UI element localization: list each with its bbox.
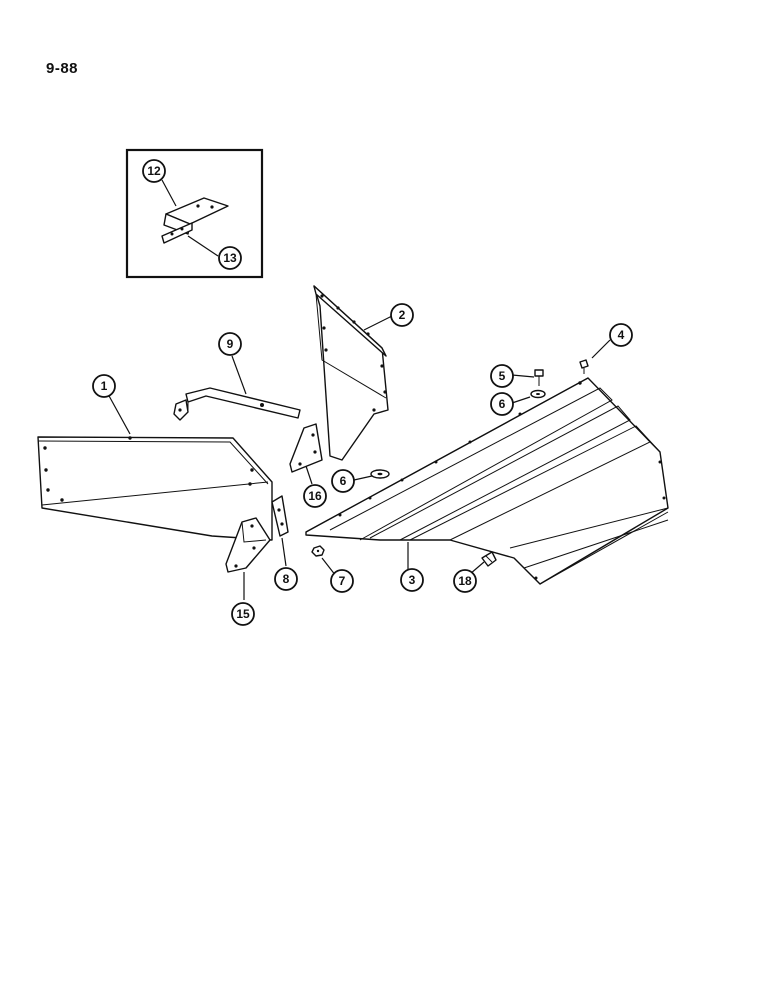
part-15-gusset — [225, 517, 271, 573]
inset-bracket-part-13 — [161, 222, 193, 244]
callout-7: 7 — [330, 569, 354, 593]
svg-text:16: 16 — [308, 489, 322, 503]
part-3-shield — [305, 377, 669, 585]
callout-12: 12 — [142, 159, 166, 183]
callout-13: 13 — [218, 246, 242, 270]
part-2-upright-panel — [313, 285, 389, 461]
svg-text:1: 1 — [101, 379, 108, 393]
svg-text:13: 13 — [223, 251, 237, 265]
callout-6-upper: 6 — [490, 392, 514, 416]
part-16-gusset — [289, 423, 323, 473]
callout-15: 15 — [231, 602, 255, 626]
callout-5: 5 — [490, 364, 514, 388]
svg-text:3: 3 — [409, 573, 416, 587]
part-6-washer-upper — [530, 389, 546, 399]
leader-lines — [107, 179, 611, 600]
part-5-bolt — [534, 369, 544, 386]
callout-4: 4 — [609, 323, 633, 347]
svg-text:6: 6 — [499, 397, 506, 411]
part-1-side-panel — [37, 436, 273, 541]
svg-text:5: 5 — [499, 369, 506, 383]
part-9-bracket — [173, 387, 301, 421]
callout-6-middle: 6 — [331, 469, 355, 493]
callout-2: 2 — [390, 303, 414, 327]
callout-8: 8 — [274, 567, 298, 591]
svg-text:18: 18 — [458, 574, 472, 588]
svg-text:6: 6 — [340, 474, 347, 488]
callout-1: 1 — [92, 374, 116, 398]
svg-text:9: 9 — [227, 337, 234, 351]
part-7-nut — [311, 545, 325, 557]
callout-18: 18 — [453, 569, 477, 593]
page-number: 9-88 — [46, 60, 79, 77]
svg-text:2: 2 — [399, 308, 406, 322]
svg-text:15: 15 — [236, 607, 250, 621]
callout-9: 9 — [218, 332, 242, 356]
part-18-clip — [481, 551, 497, 567]
part-8-plate — [271, 495, 289, 537]
part-4-bolt — [579, 359, 589, 374]
callout-16: 16 — [303, 484, 327, 508]
svg-text:12: 12 — [147, 164, 161, 178]
part-6-washer — [370, 469, 390, 479]
svg-text:7: 7 — [339, 574, 346, 588]
callout-3: 3 — [400, 568, 424, 592]
svg-text:8: 8 — [283, 572, 290, 586]
svg-text:4: 4 — [618, 328, 625, 342]
